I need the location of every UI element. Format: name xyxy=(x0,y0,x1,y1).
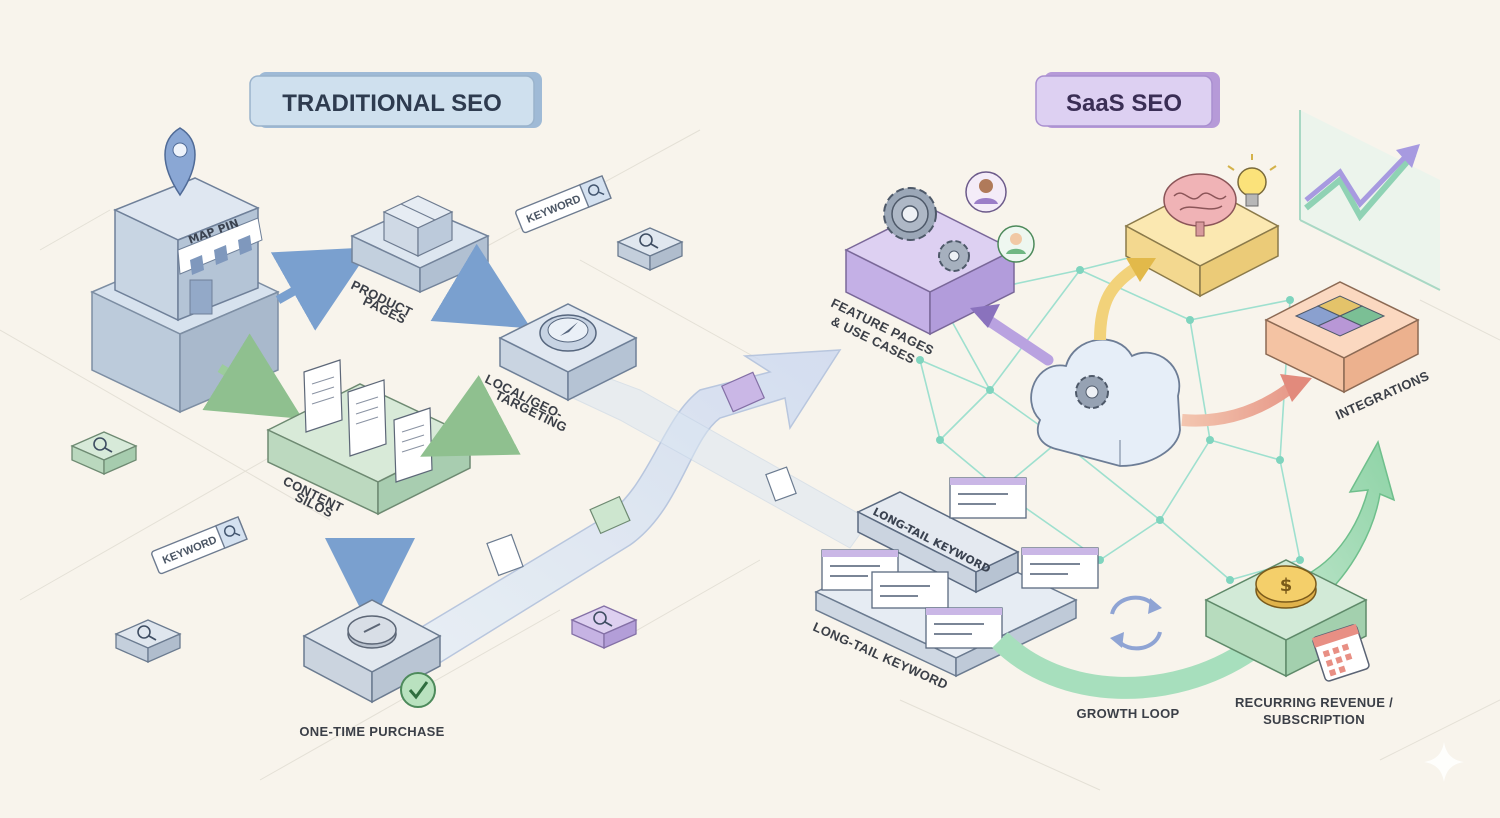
keyword-tag: KEYWORD xyxy=(151,515,248,575)
cloud-to-insights-arrow xyxy=(1094,258,1156,341)
growth-loop-arrow xyxy=(992,632,1257,699)
svg-text:RECURRING REVENUE /: RECURRING REVENUE / xyxy=(1235,695,1393,710)
search-icon xyxy=(570,605,638,649)
local-targeting-block xyxy=(498,303,638,402)
growth-loop-label: GROWTH LOOP xyxy=(1077,706,1180,721)
coin-icon xyxy=(347,615,397,649)
search-icon xyxy=(587,184,600,196)
cloud-icon xyxy=(1030,338,1181,467)
calendar-icon xyxy=(1312,624,1370,682)
search-icon xyxy=(114,619,182,663)
search-icon xyxy=(70,431,138,475)
refresh-icon xyxy=(1110,595,1162,651)
document-icon xyxy=(393,407,433,483)
brain-icon xyxy=(1163,173,1237,237)
check-icon xyxy=(400,672,436,708)
saas-seo-title-text: SaaS SEO xyxy=(1066,90,1182,117)
search-icon xyxy=(223,525,236,537)
sparkle-icon xyxy=(1424,742,1464,782)
document-icon xyxy=(821,549,899,591)
document-icon xyxy=(949,477,1027,519)
gear-icon xyxy=(938,240,970,272)
document-icon xyxy=(720,371,766,413)
store-to-silos-arrow xyxy=(202,333,303,419)
puzzle-icon xyxy=(1294,295,1386,337)
traditional-seo-title-text: TRADITIONAL SEO xyxy=(282,90,502,117)
svg-text:$: $ xyxy=(1280,575,1293,596)
avatar-icon xyxy=(965,171,1007,213)
box-icon xyxy=(382,195,454,257)
document-icon xyxy=(871,571,949,609)
document-icon xyxy=(589,495,631,535)
keyword-tag: KEYWORD xyxy=(515,174,612,234)
dollar-coin-icon: $ xyxy=(1255,565,1317,609)
search-icon xyxy=(616,227,684,271)
gear-icon xyxy=(883,187,937,241)
gear-icon xyxy=(1075,375,1109,409)
compass-icon xyxy=(539,314,597,352)
lightbulb-icon xyxy=(1227,154,1277,207)
document-icon xyxy=(303,359,343,433)
document-icon xyxy=(765,466,797,502)
recurring-revenue-label: RECURRING REVENUE / SUBSCRIPTION xyxy=(1235,695,1393,727)
svg-text:SUBSCRIPTION: SUBSCRIPTION xyxy=(1263,712,1365,727)
storefront-icon: MAP PIN xyxy=(113,177,263,322)
product-to-local-arrow xyxy=(430,243,531,329)
document-icon xyxy=(347,379,387,457)
saas-seo-title: SaaS SEO xyxy=(1035,72,1220,128)
cloud-to-integrations-arrow xyxy=(1181,374,1312,427)
document-icon xyxy=(1021,547,1099,589)
document-icon xyxy=(925,607,1003,649)
document-icon xyxy=(486,533,524,577)
one-time-purchase-label: ONE-TIME PURCHASE xyxy=(299,724,444,739)
cloud-to-features-arrow xyxy=(970,304,1054,366)
map-pin-icon xyxy=(164,127,196,197)
growth-chart-icon xyxy=(1299,110,1441,291)
revenue-growth-arrow xyxy=(1298,440,1396,602)
traditional-seo-title: TRADITIONAL SEO xyxy=(249,72,542,128)
store-to-product-arrow xyxy=(270,247,372,331)
local-to-silos-arrow xyxy=(420,375,521,457)
avatar-icon xyxy=(997,225,1035,263)
